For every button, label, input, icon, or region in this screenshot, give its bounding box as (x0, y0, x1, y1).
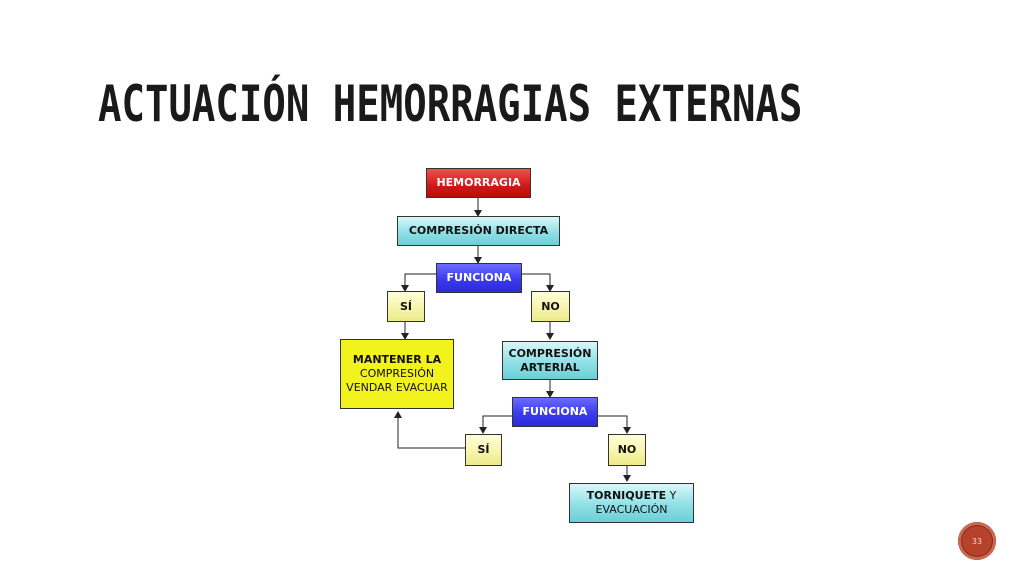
node-no-2: NO (608, 434, 646, 466)
arrow-funciona-to-no (522, 273, 554, 292)
node-torniquete-bold: TORNIQUETE (586, 489, 667, 502)
node-evacuacion-label: EVACUACIÓN (595, 503, 668, 516)
node-compresion-directa: COMPRESIÓN DIRECTA (397, 216, 560, 246)
node-funciona-1-label: FUNCIONA (446, 271, 512, 284)
slide-title: ACTUACIÓN HEMORRAGIAS EXTERNAS (98, 75, 803, 133)
node-torniquete-evacuacion: TORNIQUETE Y EVACUACIÓN (569, 483, 694, 523)
node-compresion-arterial-line1: COMPRESIÓN (508, 346, 592, 360)
node-hemorragia-label: HEMORRAGIA (436, 176, 521, 189)
node-mantener-line3: VENDAR EVACUAR (346, 381, 448, 394)
node-si-1-label: SÍ (399, 299, 412, 313)
node-funciona-2-label: FUNCIONA (522, 405, 588, 418)
node-hemorragia: HEMORRAGIA (426, 168, 531, 198)
slide-number-badge: 33 (958, 522, 996, 560)
node-no-1: NO (531, 291, 570, 322)
node-funciona-1: FUNCIONA (436, 263, 522, 293)
node-funciona-2: FUNCIONA (512, 397, 598, 427)
node-si-1: SÍ (387, 291, 425, 322)
node-no-2-label: NO (617, 443, 637, 456)
node-mantener-line2: COMPRESIÓN (359, 367, 435, 380)
node-si-2-label: SÍ (477, 443, 490, 456)
node-compresion-directa-label: COMPRESIÓN DIRECTA (408, 224, 549, 237)
node-mantener-compresion: MANTENER LA COMPRESIÓN VENDAR EVACUAR (340, 339, 454, 409)
node-torniquete-rest: Y (669, 489, 677, 502)
node-si-2: SÍ (465, 434, 502, 466)
node-compresion-arterial-line2: ARTERIAL (520, 360, 580, 374)
node-no-1-label: NO (541, 299, 560, 313)
arrow-si2-to-mantener (394, 411, 465, 449)
arrow-funciona2-to-no2 (598, 415, 631, 434)
node-compresion-arterial: COMPRESIÓN ARTERIAL (502, 341, 598, 380)
arrow-funciona2-to-si2 (479, 415, 512, 434)
arrow-funciona-to-si (401, 273, 436, 292)
slide-number: 33 (971, 536, 983, 546)
node-mantener-line1: MANTENER LA (352, 353, 442, 366)
